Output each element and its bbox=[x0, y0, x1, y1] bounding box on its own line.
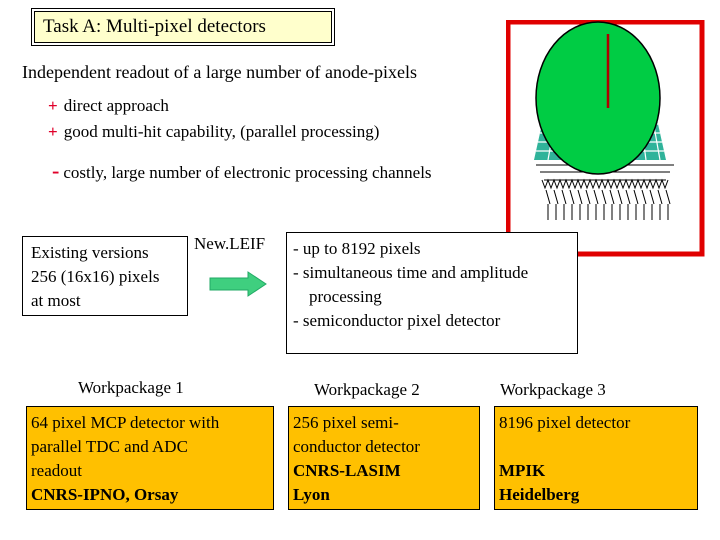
detector-disc bbox=[535, 21, 661, 175]
subtitle: Independent readout of a large number of… bbox=[22, 62, 418, 82]
arrow-right-icon bbox=[209, 271, 267, 297]
existing-versions-box: Existing versions 256 (16x16) pixels at … bbox=[22, 236, 188, 316]
workpackage-3-box: 8196 pixel detector MPIK Heidelberg bbox=[494, 406, 698, 510]
wp3-spacer bbox=[499, 435, 693, 459]
newleif-line-4: - semiconductor pixel detector bbox=[293, 311, 501, 330]
wp2-line-1: 256 pixel semi- bbox=[293, 413, 399, 432]
workpackage-1-header: Workpackage 1 bbox=[78, 378, 184, 397]
newleif-line-1: - up to 8192 pixels bbox=[293, 239, 421, 258]
bullet-text: costly, large number of electronic proce… bbox=[63, 163, 432, 182]
wp1-institute: CNRS-IPNO, Orsay bbox=[31, 485, 179, 504]
wp1-line-1: 64 pixel MCP detector with bbox=[31, 413, 220, 432]
workpackage-2-box: 256 pixel semi- conductor detector CNRS-… bbox=[288, 406, 480, 510]
workpackage-3-header: Workpackage 3 bbox=[500, 380, 606, 399]
wp1-line-3: readout bbox=[31, 461, 82, 480]
newleif-box: - up to 8192 pixels - simultaneous time … bbox=[286, 232, 578, 354]
workpackage-2-header: Workpackage 2 bbox=[314, 380, 420, 399]
plus-sign: + bbox=[48, 96, 58, 115]
wp2-line-2: conductor detector bbox=[293, 437, 420, 456]
plus-sign: + bbox=[48, 122, 58, 141]
wp2-city: Lyon bbox=[293, 485, 330, 504]
newleif-label: New.LEIF bbox=[194, 234, 266, 253]
bullet-text: good multi-hit capability, (parallel pro… bbox=[63, 122, 380, 141]
newleif-line-2: - simultaneous time and amplitude bbox=[293, 263, 529, 282]
existing-line-2: 256 (16x16) pixels bbox=[31, 267, 160, 286]
detector-illustration bbox=[506, 20, 705, 257]
wp3-line-1: 8196 pixel detector bbox=[499, 413, 631, 432]
bullet-pro-2: + good multi-hit capability, (parallel pr… bbox=[48, 122, 379, 142]
workpackage-1-box: 64 pixel MCP detector with parallel TDC … bbox=[26, 406, 274, 510]
wp1-line-2: parallel TDC and ADC bbox=[31, 437, 188, 456]
bullet-pro-1: + direct approach bbox=[48, 96, 169, 116]
existing-line-1: Existing versions bbox=[31, 243, 149, 262]
wp3-city: Heidelberg bbox=[499, 485, 580, 504]
bullet-con-1: -costly, large number of electronic proc… bbox=[52, 158, 432, 184]
minus-sign: - bbox=[52, 158, 60, 183]
wp3-institute: MPIK bbox=[499, 461, 546, 480]
bullet-text: direct approach bbox=[63, 96, 169, 115]
newleif-line-3: processing bbox=[309, 287, 382, 306]
slide-title: Task A: Multi-pixel detectors bbox=[31, 8, 335, 46]
existing-line-3: at most bbox=[31, 291, 81, 310]
wp2-institute: CNRS-LASIM bbox=[293, 461, 401, 480]
